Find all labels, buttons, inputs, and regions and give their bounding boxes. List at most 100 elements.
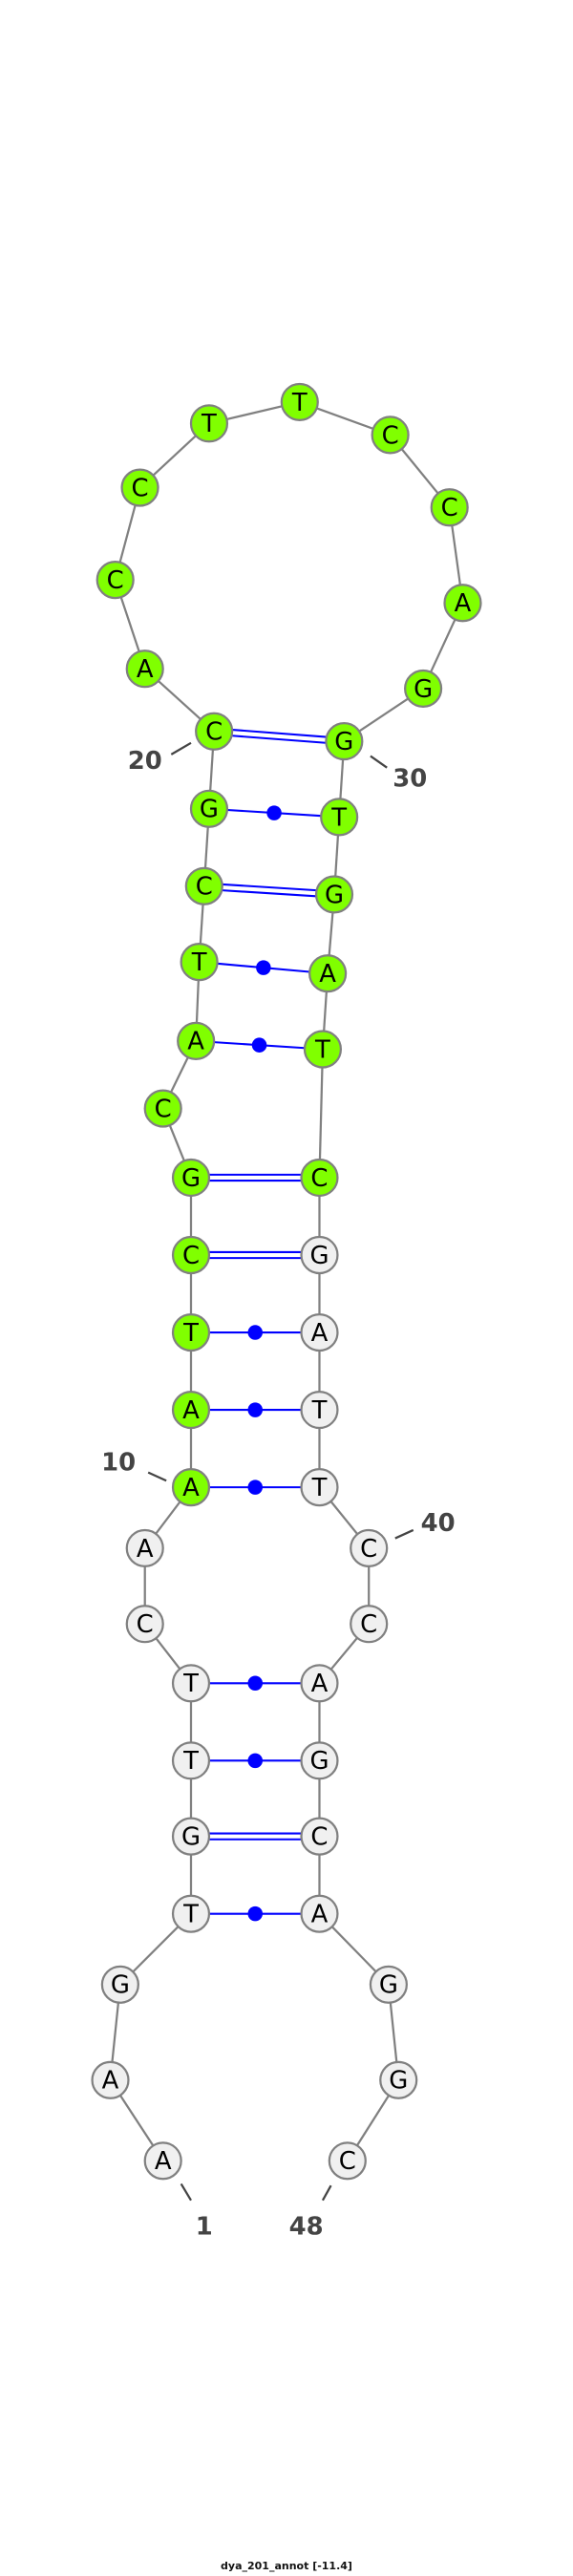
nucleotide-circle: [184, 866, 223, 905]
position-label: 10: [101, 1448, 136, 1477]
base-pair-7-42: [208, 1675, 302, 1692]
nucleotide-letter: C: [137, 1610, 154, 1639]
pair-dot: [247, 1753, 263, 1769]
nucleotide-circle: [320, 798, 359, 837]
nucleotide-letter: T: [182, 1747, 199, 1776]
nucleotide-circle: [195, 712, 234, 751]
nucleotide-circle: [300, 1468, 339, 1507]
nucleotide-letter: T: [191, 948, 207, 977]
nucleotide-letter: A: [311, 1319, 329, 1348]
nucleotide-43: G: [300, 1741, 339, 1780]
nucleotide-circle: [100, 1965, 139, 2004]
nucleotide-46: G: [369, 1965, 408, 2004]
pair-bond-line: [232, 729, 327, 738]
base-pair-13-36: [208, 1250, 302, 1260]
nucleotide-circle: [300, 1741, 339, 1780]
base-pair-4-45: [208, 1905, 302, 1922]
nucleotide-letter: G: [309, 1747, 329, 1776]
nucleotide-circle: [379, 2060, 418, 2099]
nucleotide-letter: G: [414, 675, 433, 704]
base-pair-11-38: [208, 1402, 302, 1417]
nucleotide-25: T: [280, 382, 319, 421]
nucleotide-circle: [300, 1894, 339, 1933]
nucleotide-11: A: [171, 1391, 211, 1430]
nucleotide-circle: [443, 584, 482, 623]
nucleotide-23: C: [120, 468, 159, 507]
nucleotide-circle: [171, 1312, 211, 1352]
nucleotide-circle: [371, 415, 410, 455]
nucleotide-circle: [280, 382, 319, 421]
nucleotide-10: A: [171, 1468, 211, 1507]
nucleotide-35: C: [300, 1158, 339, 1198]
nucleotide-circle: [189, 404, 229, 443]
base-pair-18-32: [222, 883, 317, 898]
nucleotide-letter: A: [311, 1670, 329, 1698]
nucleotide-circle: [430, 488, 469, 527]
nucleotide-circle: [177, 1021, 216, 1060]
pair-dot: [247, 1905, 263, 1922]
nucleotide-40: C: [350, 1528, 389, 1567]
nucleotide-letter: T: [311, 1474, 328, 1502]
position-label: 1: [196, 2212, 213, 2241]
base-pair-17-33: [217, 960, 310, 975]
nucleotide-16: A: [177, 1021, 216, 1060]
nucleotide-8: C: [125, 1605, 164, 1644]
nucleotide-letter: A: [319, 960, 336, 989]
nucleotide-circle: [125, 1528, 164, 1567]
nucleotide-letter: A: [155, 2147, 172, 2176]
nucleotide-circle: [91, 2060, 130, 2099]
nucleotide-circle: [171, 1817, 211, 1856]
position-tick: [147, 1471, 167, 1482]
nucleotide-letter: A: [137, 1535, 154, 1564]
nucleotide-19: G: [189, 789, 229, 828]
nucleotide-letter: C: [155, 1095, 172, 1123]
nucleotide-letter: C: [310, 1164, 328, 1193]
nucleotide-circle: [171, 1468, 211, 1507]
nucleotide-44: C: [300, 1817, 339, 1856]
nucleotide-letter: G: [181, 1822, 201, 1851]
pair-dot: [256, 960, 271, 975]
nucleotide-circle: [300, 1312, 339, 1352]
nucleotide-letter: C: [310, 1822, 328, 1851]
nucleotide-48: C: [328, 2141, 367, 2181]
nucleotide-letter: T: [182, 1901, 199, 1929]
nucleotide-37: A: [300, 1312, 339, 1352]
nucleotide-13: C: [171, 1235, 211, 1275]
pair-dot: [247, 1480, 263, 1495]
nucleotide-circle: [96, 561, 135, 600]
nucleotide-circle: [180, 943, 219, 982]
backbone-segment: [318, 1049, 325, 1179]
nucleotide-circle: [125, 649, 164, 689]
nucleotide-9: A: [125, 1528, 164, 1567]
nucleotide-letter: G: [111, 1971, 130, 2000]
pair-dot: [251, 1037, 267, 1053]
nucleotide-letter: T: [291, 389, 308, 417]
nucleotide-41: C: [350, 1605, 389, 1644]
nucleotide-letter: G: [379, 1971, 398, 2000]
nucleotide-letter: C: [441, 494, 458, 522]
position-tick: [321, 2184, 332, 2202]
position-label: 40: [421, 1509, 456, 1538]
nucleotide-letter: T: [182, 1670, 199, 1698]
nucleotide-circle: [350, 1605, 389, 1644]
nucleotide-letter: C: [107, 566, 124, 595]
pair-bond-line: [222, 883, 317, 892]
nucleotide-letter: A: [311, 1901, 329, 1929]
pair-dot: [247, 1402, 263, 1417]
base-pair-12-37: [208, 1325, 302, 1340]
pair-bond-line: [231, 734, 327, 744]
nucleotide-circle: [314, 875, 354, 914]
nucleotide-circle: [120, 468, 159, 507]
nucleotide-circle: [171, 1894, 211, 1933]
nucleotide-33: A: [308, 954, 348, 993]
nucleotide-21: A: [125, 649, 164, 689]
nucleotide-27: C: [430, 488, 469, 527]
nucleotide-letter: C: [182, 1242, 200, 1270]
nucleotide-32: G: [314, 875, 354, 914]
nucleotide-letter: G: [325, 881, 344, 909]
nucleotide-circle: [300, 1664, 339, 1703]
nucleotide-circle: [300, 1158, 339, 1198]
nucleotide-letter: G: [200, 796, 219, 824]
nucleotide-38: T: [300, 1391, 339, 1430]
